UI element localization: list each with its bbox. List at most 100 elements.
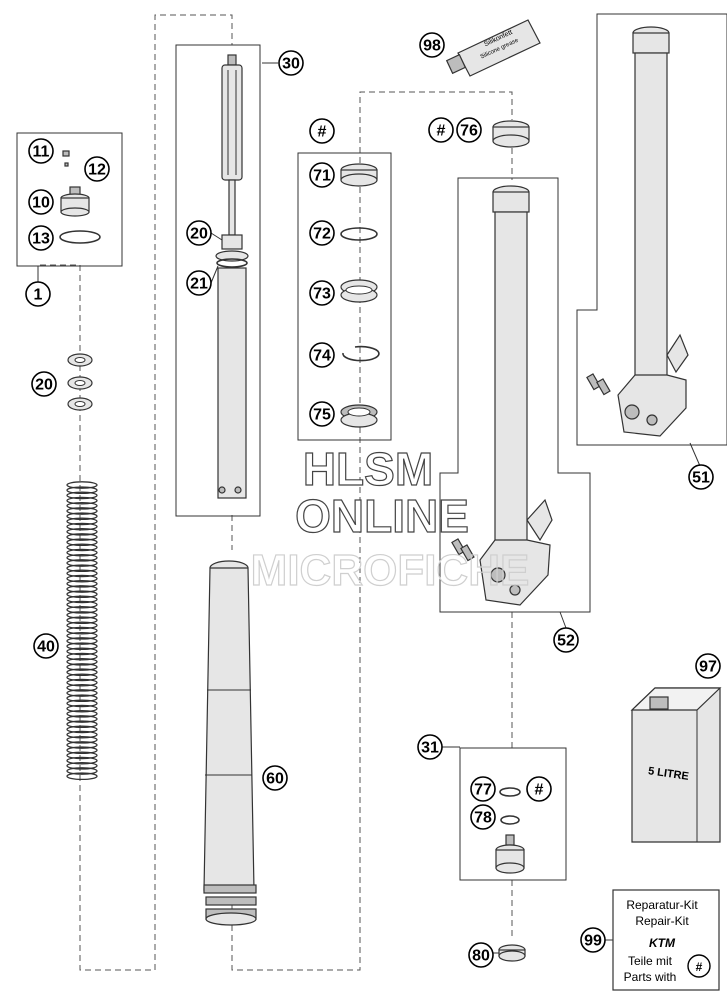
- spring-coil: [66, 626, 98, 635]
- spring-coil: [66, 512, 98, 521]
- repair-kit-hash: #: [696, 960, 703, 974]
- callout-11: 11: [28, 138, 54, 164]
- fork-oil-can: 5 LITRE: [630, 687, 722, 843]
- spring-coil: [66, 585, 98, 593]
- bottom-valve-part: [495, 787, 525, 874]
- callout-73: 73: [309, 280, 335, 306]
- bushing-part: [492, 120, 530, 148]
- spring-coil: [66, 605, 98, 614]
- callout-20-spacers: 20: [31, 371, 57, 397]
- callout-97: 97: [695, 653, 721, 679]
- callout-30: 30: [278, 50, 304, 76]
- svg-text:#: #: [535, 782, 544, 799]
- spring-coil: [66, 569, 98, 578]
- callout-40: 40: [33, 633, 59, 659]
- spring-coil: [66, 553, 98, 562]
- callout-51: 51: [688, 464, 714, 490]
- spring-coil: [66, 709, 98, 718]
- watermark: HLSM ONLINE MICROFICHE: [250, 442, 530, 595]
- silicone-grease-tube: Silikonfett Silicone grease: [445, 19, 541, 77]
- spring-coil: [66, 730, 98, 739]
- spring-coil: [66, 481, 98, 489]
- callout-hash-valve: #: [526, 776, 552, 802]
- svg-text:30: 30: [282, 56, 300, 73]
- assembly-guide-lines: [40, 14, 513, 971]
- callout-78: 78: [470, 804, 496, 830]
- outer-tube-group-frame-51: [576, 13, 727, 446]
- spring-coil: [66, 767, 98, 775]
- spring-coil: [66, 533, 98, 541]
- oil-can-label: 5 LITRE: [647, 765, 689, 783]
- leader-lines: [37, 62, 701, 954]
- svg-text:73: 73: [313, 286, 331, 303]
- repair-kit-line-1: Reparatur-Kit: [626, 898, 698, 912]
- svg-text:75: 75: [313, 407, 331, 424]
- callout-99: 99: [580, 927, 606, 953]
- svg-text:77: 77: [474, 782, 492, 799]
- inner-fork-tube-part: [203, 560, 257, 926]
- screw-cap-part: [60, 186, 90, 217]
- svg-text:20: 20: [190, 226, 208, 243]
- spring-coil: [66, 657, 98, 666]
- spring-coil: [66, 595, 98, 604]
- watermark-line-3: MICROFICHE: [251, 546, 530, 595]
- screw-cap-group-frame: [16, 132, 123, 267]
- spring-coil: [66, 548, 98, 557]
- svg-text:20: 20: [35, 377, 53, 394]
- outer-tube-group-frame-52: [439, 177, 591, 613]
- seal-kit-rings: [340, 163, 380, 428]
- spring-coil: [66, 756, 98, 765]
- spring-coil: [66, 501, 98, 510]
- spring-coil: [66, 517, 98, 526]
- callout-20-cartridge: 20: [186, 220, 212, 246]
- spring-coil: [66, 689, 98, 697]
- callout-74: 74: [309, 342, 335, 368]
- svg-text:76: 76: [460, 123, 478, 140]
- svg-text:12: 12: [88, 162, 106, 179]
- spring-coil: [66, 683, 98, 692]
- svg-text:#: #: [318, 124, 327, 141]
- svg-text:40: 40: [37, 639, 55, 656]
- repair-kit-line-4: Parts with: [624, 970, 677, 984]
- spring-coil: [66, 590, 98, 599]
- spring-coil: [66, 720, 98, 729]
- spring-coil: [66, 678, 98, 687]
- sealing-washer-part: [498, 944, 526, 962]
- callout-80: 80: [468, 942, 494, 968]
- callout-60: 60: [262, 765, 288, 791]
- spring-coil: [66, 663, 98, 671]
- spring-coil: [66, 735, 98, 744]
- spring-coil: [66, 741, 98, 749]
- spring-coil: [66, 772, 98, 781]
- svg-text:13: 13: [32, 231, 50, 248]
- spring-coil: [66, 527, 98, 536]
- repair-kit-line-3: Teile mit: [628, 954, 673, 968]
- spring-coil: [66, 673, 98, 682]
- svg-text:10: 10: [32, 195, 50, 212]
- spring-coil: [66, 668, 98, 677]
- spring-coil: [66, 621, 98, 630]
- outer-fork-tube-52: [451, 185, 553, 606]
- callout-hash-bushing: #: [428, 117, 454, 143]
- spring-spacers-part: [67, 353, 93, 411]
- callout-75: 75: [309, 401, 335, 427]
- spring-coil: [66, 642, 98, 651]
- spring-coil: [66, 507, 98, 515]
- svg-text:71: 71: [313, 168, 331, 185]
- svg-text:52: 52: [557, 633, 575, 650]
- seal-kit-group-frame: [297, 152, 392, 441]
- callout-77: 77: [470, 776, 496, 802]
- spring-coil: [66, 751, 98, 760]
- spring-coil: [66, 543, 98, 552]
- spring-coil: [66, 491, 98, 500]
- spring-coil: [66, 647, 98, 656]
- spring-coil: [66, 496, 98, 505]
- spring-coil: [66, 699, 98, 708]
- svg-text:60: 60: [266, 771, 284, 788]
- spring-coil: [66, 637, 98, 645]
- bottom-valve-group-frame: [459, 747, 567, 881]
- o-ring-part: [59, 230, 101, 244]
- svg-text:72: 72: [313, 226, 331, 243]
- callout-21: 21: [186, 270, 212, 296]
